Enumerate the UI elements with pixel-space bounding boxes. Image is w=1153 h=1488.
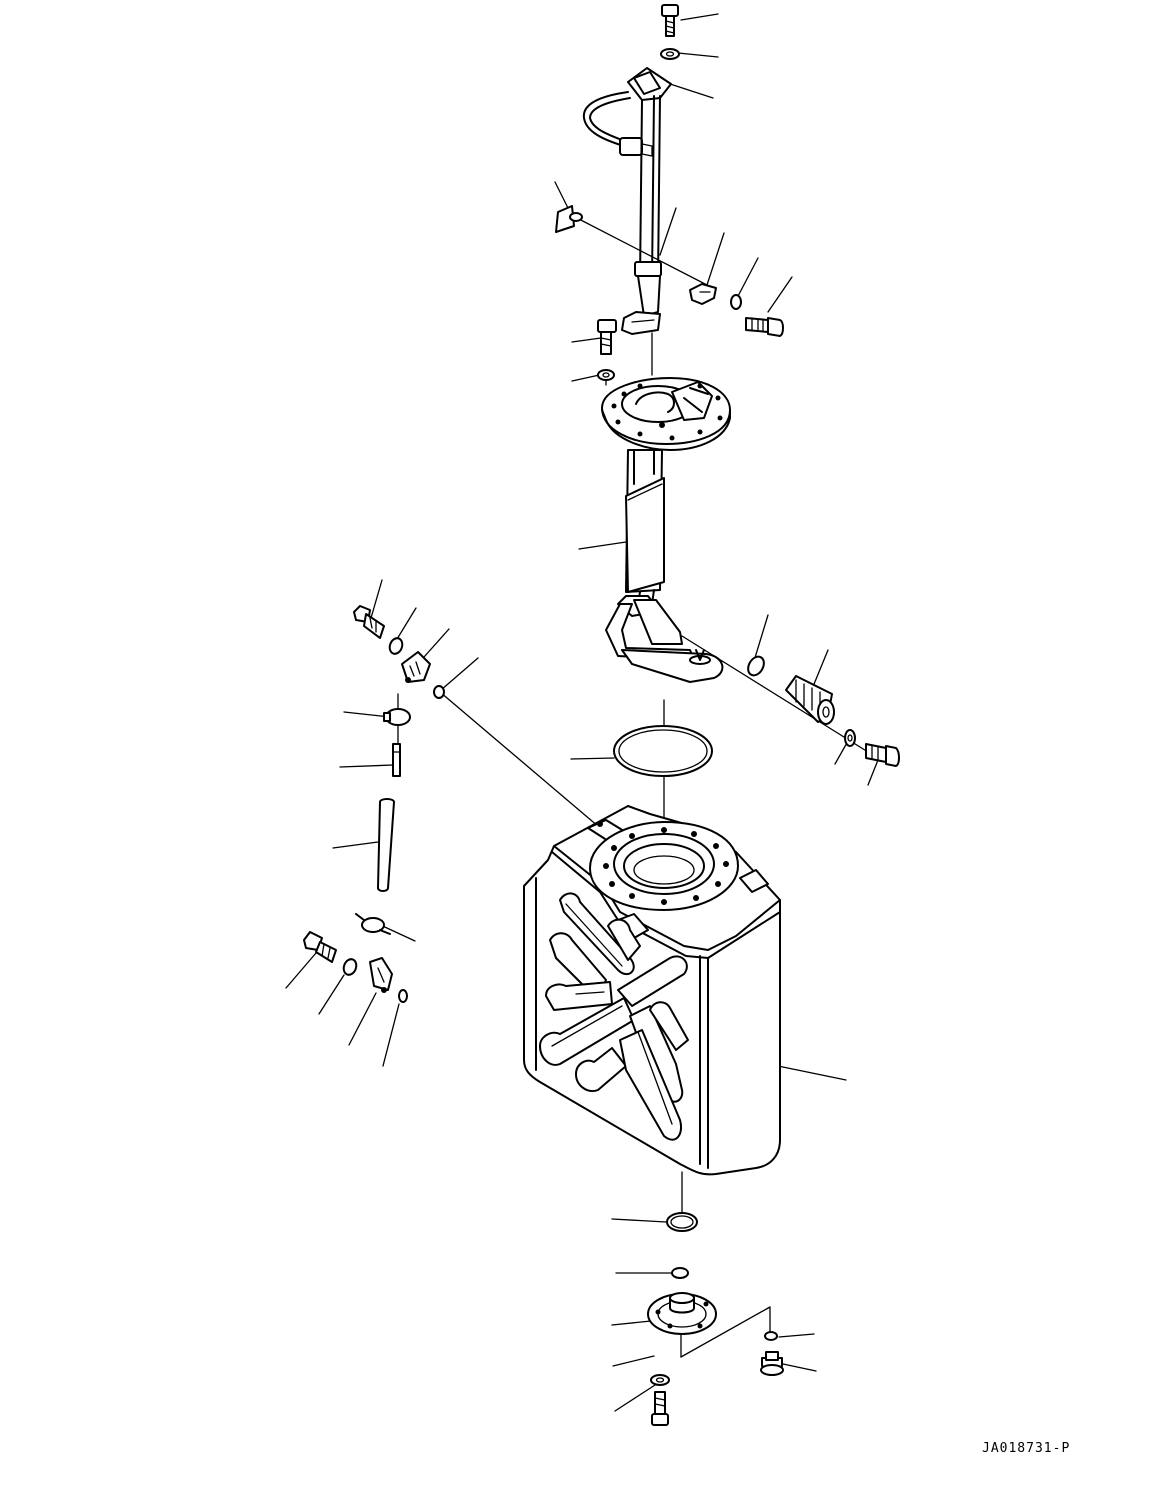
drawing-code: JA018731-P (982, 1441, 1071, 1456)
strainer-filter (786, 676, 834, 724)
washer-right-upper (731, 295, 741, 309)
bolt-left-lower (304, 932, 336, 962)
strainer-gasket (745, 654, 767, 678)
bolt-right-upper (746, 318, 783, 336)
clip-left (556, 206, 582, 232)
drain-seal-right (765, 1332, 777, 1340)
tank-gasket (614, 726, 712, 776)
top-washer (661, 49, 679, 59)
sender-bracket (628, 68, 671, 100)
suction-pipes (606, 450, 722, 682)
hose-nipple (393, 744, 400, 776)
bottom-small-seal (672, 1268, 688, 1278)
pump-flange-plate (602, 378, 730, 450)
washer-left-lower (342, 957, 359, 976)
top-bolt (662, 5, 678, 36)
bottom-o-ring (667, 1213, 697, 1231)
fuel-tank-body (524, 806, 780, 1174)
o-ring-lower-left (399, 990, 407, 1002)
hose-clamp-spring (356, 914, 390, 934)
hose-bracket (402, 652, 430, 683)
o-ring-small-left (434, 686, 444, 698)
drain-bolt (652, 1392, 668, 1425)
bolt-left-upper (598, 320, 616, 354)
hose-clip-lower (370, 958, 392, 993)
drain-hose (378, 799, 394, 891)
washer-left-upper (598, 370, 614, 380)
bolt-right-lower (866, 744, 899, 766)
leader-lines (286, 14, 878, 1411)
sender-wire-harness (584, 92, 652, 156)
washer-left-mid (388, 636, 405, 655)
drain-washer-left (651, 1375, 669, 1385)
hose-clamp-band (384, 709, 410, 725)
drain-plug (761, 1352, 783, 1375)
washer-right-lower (845, 730, 855, 746)
clip-right (690, 284, 716, 304)
drain-flange (648, 1293, 716, 1334)
bolt-left-mid (354, 606, 384, 638)
sender-rod (622, 96, 661, 334)
